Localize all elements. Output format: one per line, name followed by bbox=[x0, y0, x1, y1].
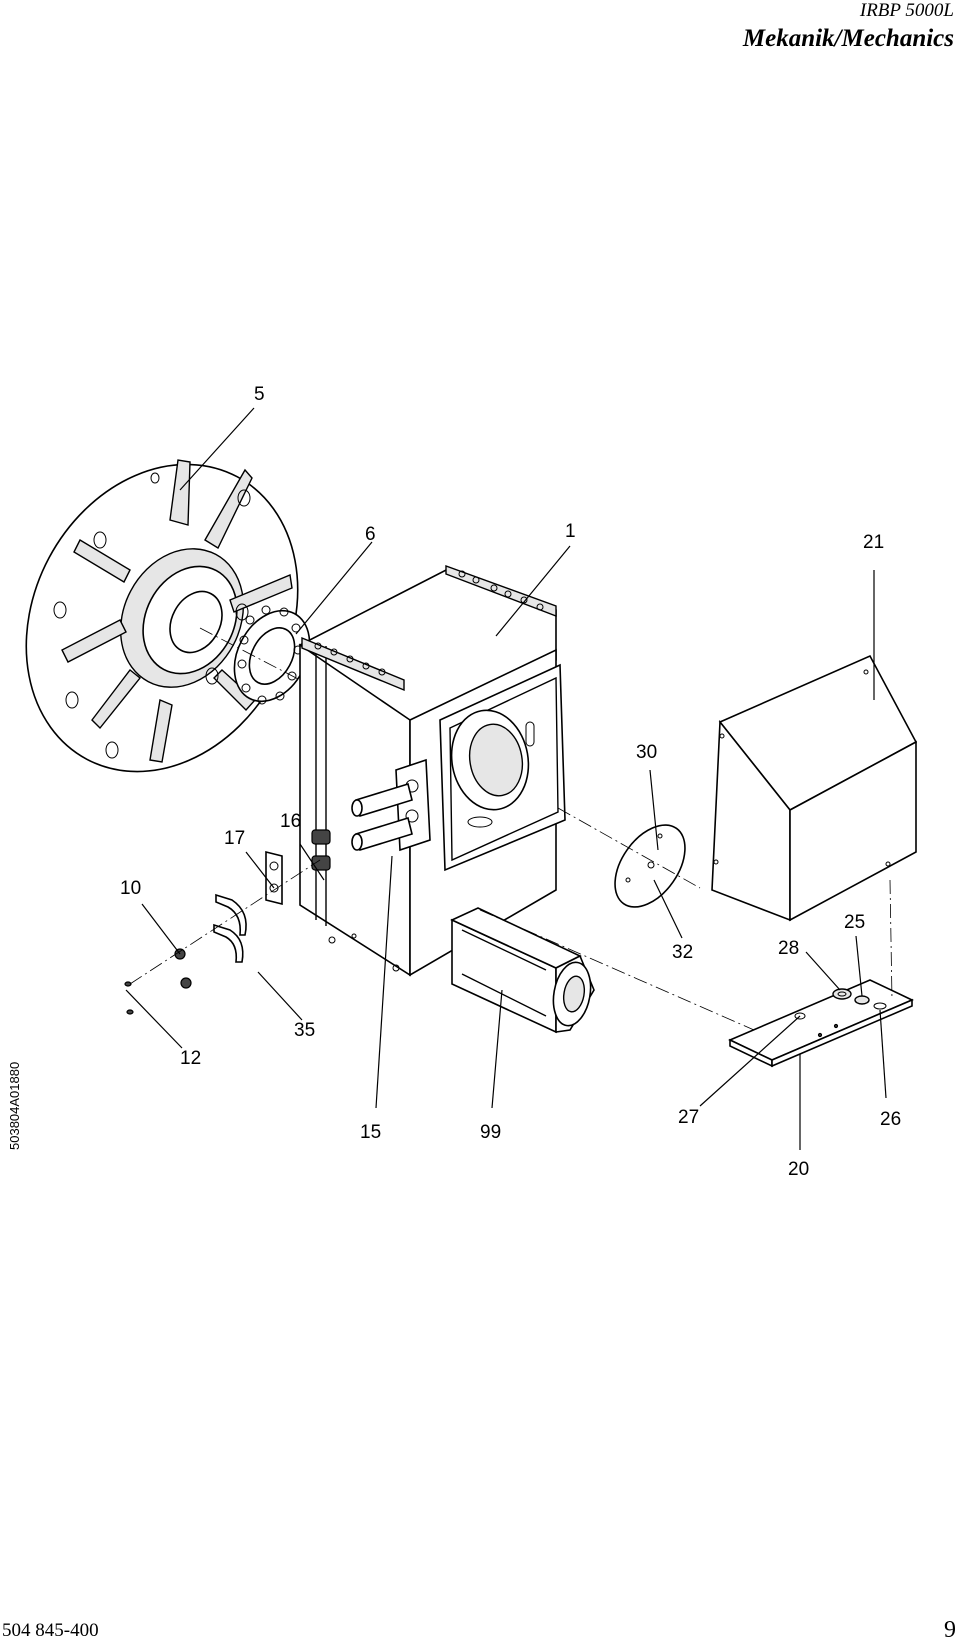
document-number: 504 845-400 bbox=[2, 1620, 99, 1641]
part-screws bbox=[124, 948, 192, 1015]
part-flange-plate bbox=[25, 459, 299, 773]
callout-12: 12 bbox=[180, 1048, 201, 1069]
callout-10: 10 bbox=[120, 878, 141, 899]
part-cover-hood bbox=[711, 654, 918, 922]
callout-26: 26 bbox=[880, 1109, 901, 1130]
part-clamps bbox=[213, 893, 247, 963]
assembly-axes bbox=[129, 627, 893, 1031]
part-springs bbox=[311, 829, 331, 871]
callout-28: 28 bbox=[778, 938, 799, 959]
callout-99: 99 bbox=[480, 1122, 501, 1143]
callout-5: 5 bbox=[254, 384, 265, 405]
callout-20: 20 bbox=[788, 1159, 809, 1180]
part-bracket bbox=[265, 850, 283, 906]
callout-15: 15 bbox=[360, 1122, 381, 1143]
callout-35: 35 bbox=[294, 1020, 315, 1041]
leader-lines bbox=[125, 407, 887, 1150]
part-cover-disk bbox=[614, 824, 686, 908]
document-title: Mekanik/Mechanics bbox=[742, 25, 954, 52]
part-gasket-ring bbox=[233, 605, 311, 705]
part-gearbox-housing bbox=[298, 565, 566, 977]
page-number: 9 bbox=[944, 1617, 956, 1643]
callout-32: 32 bbox=[672, 942, 693, 963]
part-bottom-plate bbox=[728, 979, 914, 1068]
drawing-id: 503804A01880 bbox=[7, 1061, 22, 1150]
part-shafts bbox=[351, 782, 413, 852]
callout-25: 25 bbox=[844, 912, 865, 933]
document-model: IRBP 5000L bbox=[859, 0, 954, 21]
callout-1: 1 bbox=[565, 521, 576, 542]
callout-16: 16 bbox=[280, 811, 301, 832]
callout-6: 6 bbox=[365, 524, 376, 545]
callout-21: 21 bbox=[863, 532, 884, 553]
callout-17: 17 bbox=[224, 828, 245, 849]
callout-30: 30 bbox=[636, 742, 657, 763]
callout-27: 27 bbox=[678, 1107, 699, 1128]
part-motor bbox=[450, 907, 595, 1034]
